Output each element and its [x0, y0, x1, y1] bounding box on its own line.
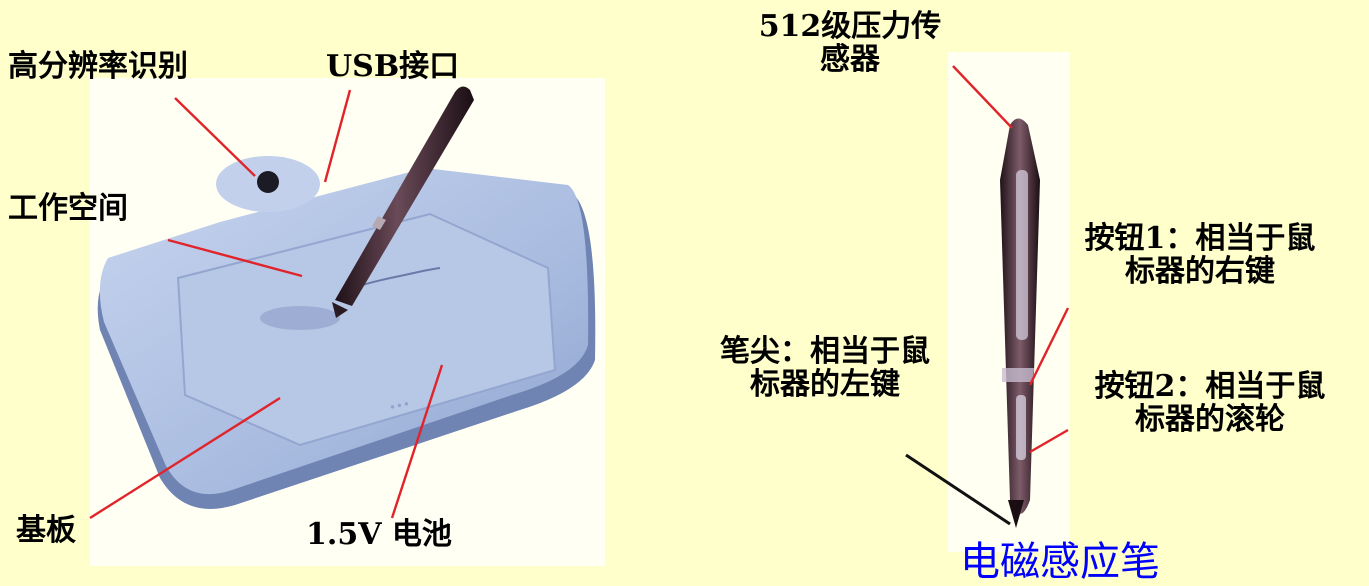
svg-text:•••: ••• — [388, 397, 412, 415]
label-button2-line1: 按钮2：相当于鼠 — [1094, 369, 1326, 404]
label-battery: 1.5V 电池 — [306, 517, 452, 552]
label-pressure-sensor-line1: 512级压力传 — [758, 9, 942, 44]
label-button1-line1: 按钮1：相当于鼠 — [1084, 221, 1316, 256]
callout-button1 — [1028, 307, 1070, 386]
label-button1: 按钮1：相当于鼠 标器的右键 — [1050, 222, 1350, 288]
label-base-plate: 基板 — [16, 513, 76, 548]
label-pressure-sensor: 512级压力传 感器 — [730, 10, 970, 76]
tablet-pen-image — [332, 86, 474, 318]
label-high-resolution: 高分辨率识别 — [8, 49, 188, 84]
callout-pen-tip — [905, 453, 1011, 526]
label-button2: 按钮2：相当于鼠 标器的滚轮 — [1060, 370, 1360, 436]
callout-base-plate — [89, 396, 281, 520]
callout-workspace — [167, 238, 303, 278]
label-pen-tip: 笔尖：相当于鼠 标器的左键 — [680, 335, 970, 401]
pen-caption: 电磁感应笔 — [960, 539, 1160, 585]
label-button2-line2: 标器的滚轮 — [1135, 402, 1285, 437]
label-button1-line2: 标器的右键 — [1125, 254, 1275, 289]
callout-battery — [390, 364, 444, 519]
label-pen-tip-line2: 标器的左键 — [750, 367, 900, 402]
label-pen-tip-line1: 笔尖：相当于鼠 — [720, 334, 930, 369]
callout-usb-port — [323, 89, 352, 183]
label-usb-port: USB接口 — [326, 49, 460, 84]
callout-pressure-sensor — [952, 65, 1013, 129]
drawing-tablet-image: ••• — [97, 156, 596, 509]
label-workspace: 工作空间 — [8, 191, 128, 226]
label-pressure-sensor-line2: 感器 — [820, 42, 880, 77]
callout-lines — [89, 65, 1070, 520]
electromagnetic-pen-image — [1000, 118, 1040, 528]
callout-button2 — [1029, 428, 1069, 454]
callout-high-resolution — [174, 97, 256, 177]
